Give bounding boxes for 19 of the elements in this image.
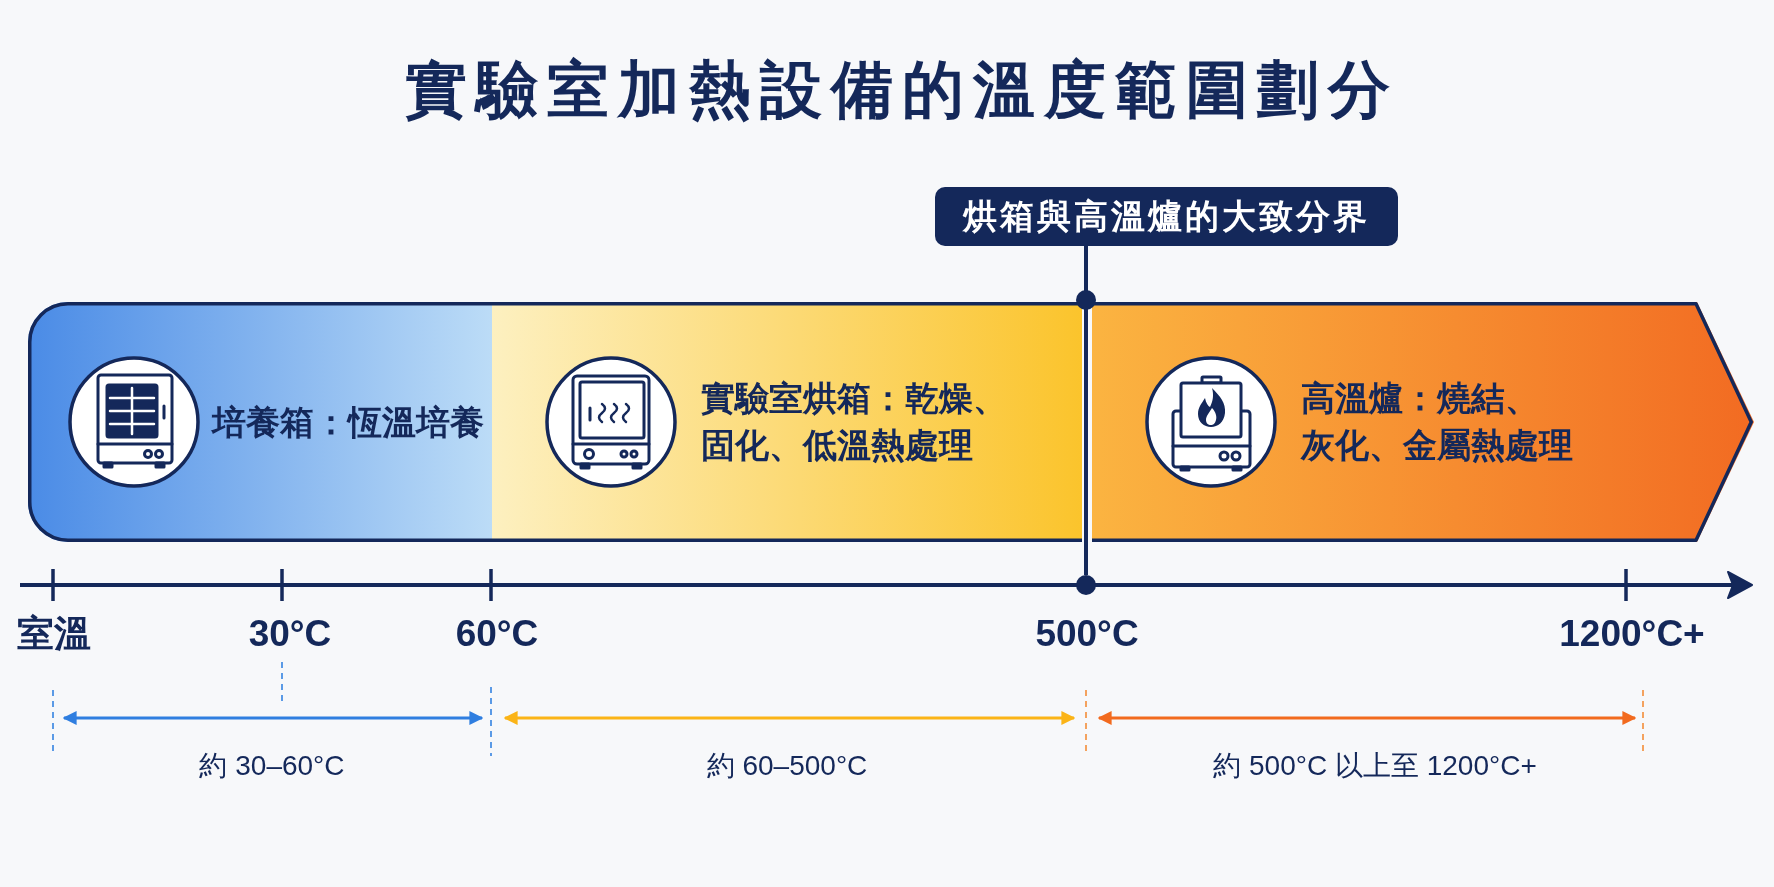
- dot-marker-icon: [1076, 575, 1096, 595]
- callout-box: [935, 187, 1398, 246]
- axis-tick-label: 1200°C+: [1559, 611, 1705, 656]
- range-label: 約 500°C 以上至 1200°C+: [1213, 749, 1537, 783]
- equipment-label: 培養箱：恆溫培養: [212, 401, 484, 443]
- title: 實驗室加熱設備的溫度範圍劃分: [405, 54, 1399, 126]
- range-arrow-segment: [1092, 302, 1754, 542]
- range-band-segment: [28, 302, 492, 542]
- axis-tick-label: 室溫: [17, 611, 91, 656]
- axis-tick-label: 60°C: [455, 611, 539, 656]
- axis-tick-label: 30°C: [248, 611, 332, 656]
- equipment-label: 高溫爐：燒結、灰化、金屬熱處理: [1301, 378, 1574, 466]
- range-label: 約 30–60°C: [199, 749, 345, 783]
- callout-label: 烘箱與高溫爐的大致分界: [963, 196, 1370, 237]
- range-band-segment: [492, 302, 1082, 542]
- equipment-label: 實驗室烘箱：乾燥、固化、低溫熱處理: [701, 378, 1008, 466]
- axis-tick-label: 500°C: [1035, 611, 1139, 656]
- range-label: 約 60–500°C: [706, 749, 868, 783]
- leader-line: [1084, 246, 1088, 575]
